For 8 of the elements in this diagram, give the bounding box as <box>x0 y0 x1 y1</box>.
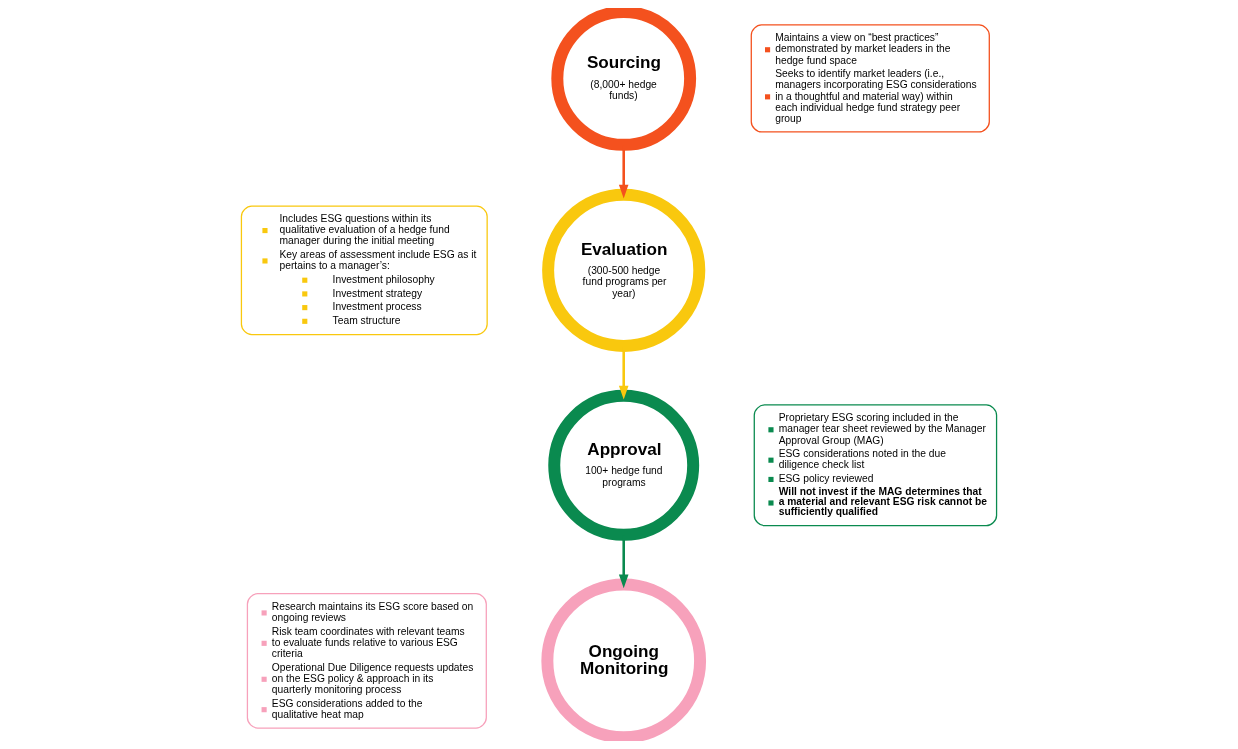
node-circle: Approval 100+ hedge fund programs <box>548 389 700 541</box>
node-box: Maintains a view on “best practices” demonstrated by market leaders in the hedge fund space Seeks to identify market leaders (i.e., managers incorporating ESG considerations in a thoughtful and material way) within each individual hedge fund strategy peer group <box>750 24 990 133</box>
node-box: Research maintains its ESG score based on ongoing reviews Risk team coordinates with relevant teams to evaluate funds relative to various ESG criteria Operational Due Diligence requests updates on the ESG policy & approach in its quarterly monitoring process ESG considerations added to the qualitative heat map <box>246 593 487 729</box>
node-circle: Sourcing (8,000+ hedge funds) <box>551 8 697 151</box>
node-box: Includes ESG questions within its qualitative evaluation of a hedge fund manager during the initial meeting Key areas of assessment include ESG as it pertains to a manager’s: Investment philosophy Investment strategy Investment process Team structure <box>240 205 488 336</box>
node-circle: Ongoing Monitoring <box>541 578 707 741</box>
node-circle: Evaluation (300-500 hedge fund programs per year) <box>542 188 706 352</box>
node-box: Proprietary ESG scoring included in the manager tear sheet reviewed by the Manager Approval Group (MAG) ESG considerations noted in the due diligence check list ESG policy reviewed Will not invest if the MAG determines that a material and relevant ESG risk cannot be sufficiently qualified <box>753 404 998 527</box>
